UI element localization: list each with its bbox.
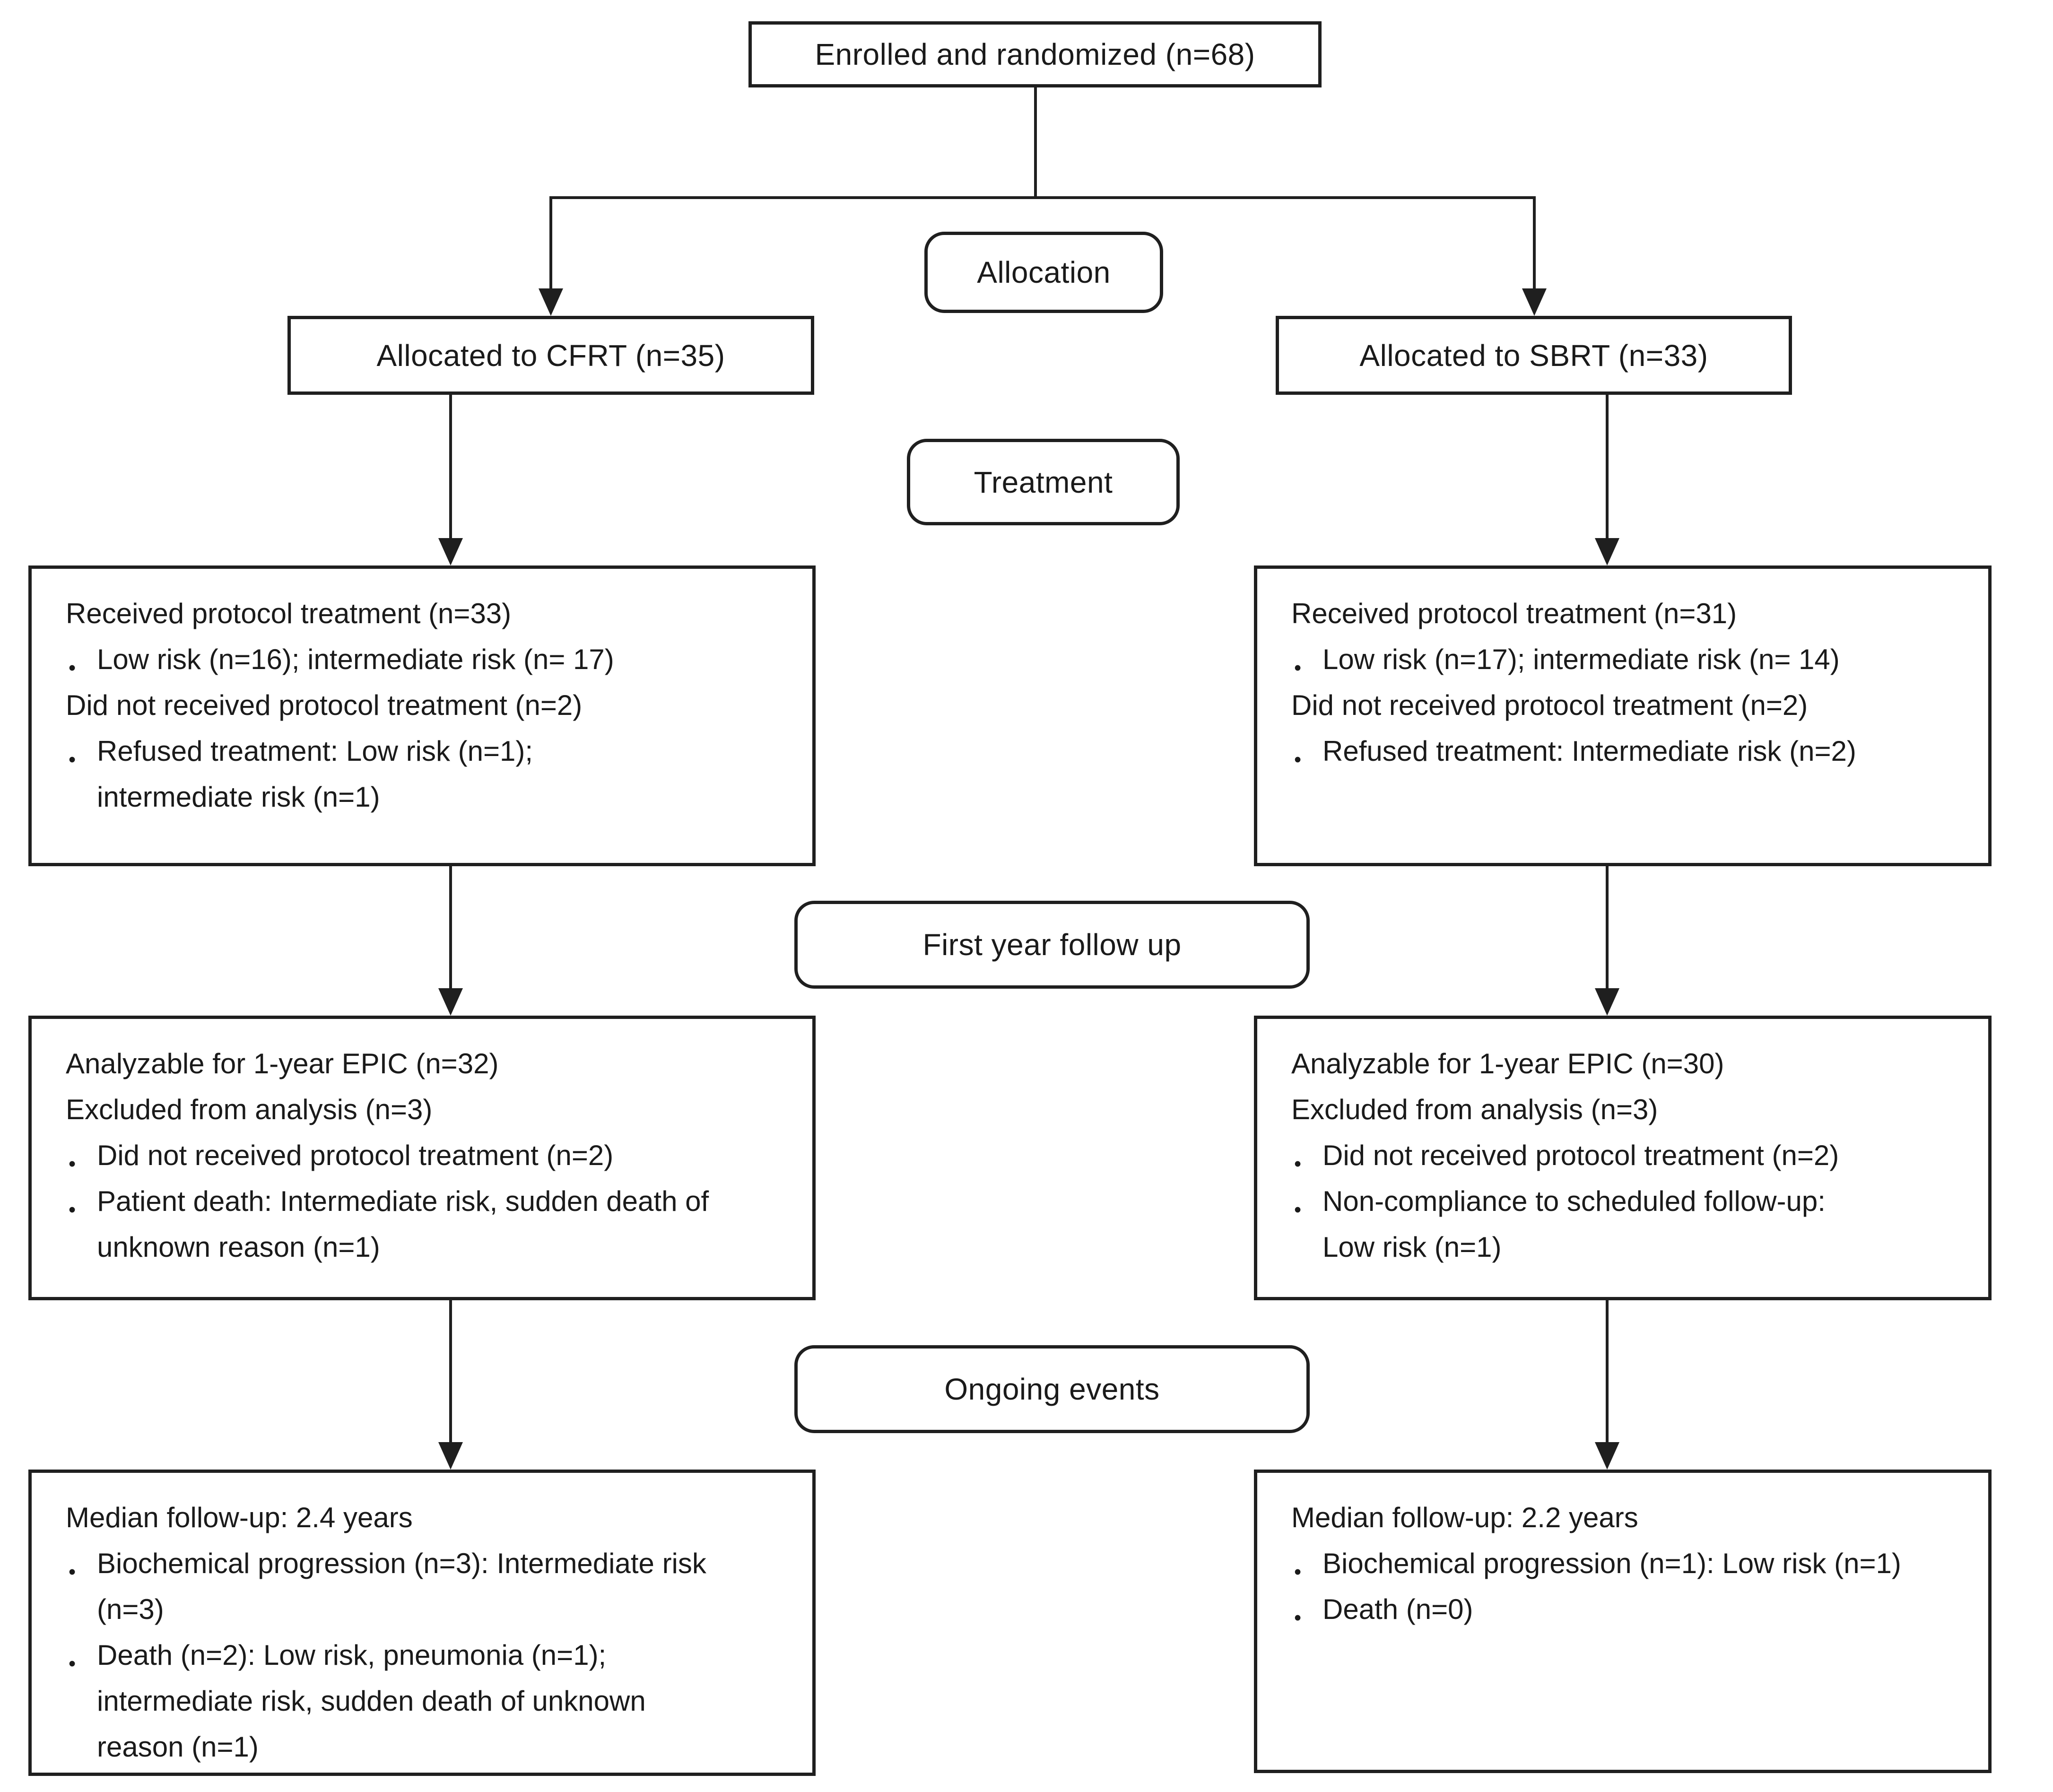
text-line: Did not received protocol treatment (n=2… (1257, 1132, 1971, 1196)
box-enrolled: Enrolled and randomized (n=68) (748, 21, 1322, 87)
arrowhead-ongoing-sbrt (1595, 1442, 1619, 1470)
text-line: Biochemical progression (n=3): Intermedi… (32, 1540, 795, 1604)
text-line: Received protocol treatment (n=33) (66, 598, 512, 629)
text-line: Did not received protocol treatment (n=2… (1291, 689, 1808, 721)
text-line: Refused treatment: Low risk (n=1); (32, 728, 795, 792)
box-first-year-cfrt: Analyzable for 1-year EPIC (n=32) Exclud… (28, 1016, 816, 1300)
text-line: unknown reason (n=1) (97, 1231, 380, 1263)
text-line: Excluded from analysis (n=3) (66, 1094, 433, 1125)
stage-label-ongoing-text: Ongoing events (944, 1372, 1160, 1406)
text-line: Death (n=2): Low risk, pneumonia (n=1); (32, 1632, 795, 1696)
arrowhead-allocated-cfrt (539, 288, 563, 316)
box-treatment-cfrt: Received protocol treatment (n=33) Low r… (28, 565, 816, 866)
box-allocated-cfrt: Allocated to CFRT (n=35) (287, 316, 814, 395)
stage-label-allocation: Allocation (924, 232, 1163, 313)
arrowhead-ongoing-cfrt (438, 1442, 463, 1470)
text-line: Non-compliance to scheduled follow-up: (1257, 1178, 1971, 1242)
text-line: Received protocol treatment (n=31) (1291, 598, 1737, 629)
text-line: Median follow-up: 2.4 years (66, 1502, 413, 1533)
text-line: Analyzable for 1-year EPIC (n=30) (1291, 1048, 1724, 1079)
text-line: Low risk (n=17); intermediate risk (n= 1… (1257, 636, 1971, 700)
box-treatment-sbrt: Received protocol treatment (n=31) Low r… (1254, 565, 1992, 866)
stage-label-treatment: Treatment (907, 439, 1180, 525)
stage-label-ongoing-events: Ongoing events (794, 1345, 1310, 1433)
box-allocated-cfrt-text: Allocated to CFRT (n=35) (376, 338, 725, 373)
text-line: Refused treatment: Intermediate risk (n=… (1257, 728, 1971, 792)
stage-label-first-year-text: First year follow up (922, 928, 1182, 962)
text-line: Analyzable for 1-year EPIC (n=32) (66, 1048, 499, 1079)
box-allocated-sbrt-text: Allocated to SBRT (n=33) (1359, 338, 1708, 373)
stage-label-first-year-follow-up: First year follow up (794, 901, 1310, 989)
arrowhead-first-year-sbrt (1595, 988, 1619, 1016)
text-line: Low risk (n=1) (1322, 1231, 1502, 1263)
text-line: (n=3) (97, 1593, 164, 1625)
text-line: Death (n=0) (1257, 1586, 1971, 1650)
text-line: Patient death: Intermediate risk, sudden… (32, 1178, 795, 1242)
text-line: intermediate risk (n=1) (97, 781, 380, 813)
text-line: Did not received protocol treatment (n=2… (32, 1132, 795, 1196)
text-line: Median follow-up: 2.2 years (1291, 1502, 1638, 1533)
text-line: intermediate risk, sudden death of unkno… (97, 1685, 646, 1717)
arrowhead-first-year-cfrt (438, 988, 463, 1016)
text-line: Did not received protocol treatment (n=2… (66, 689, 583, 721)
stage-label-treatment-text: Treatment (974, 465, 1113, 499)
text-line: Biochemical progression (n=1): Low risk … (1257, 1540, 1971, 1604)
text-line: reason (n=1) (97, 1731, 259, 1763)
arrowhead-treatment-sbrt (1595, 538, 1619, 565)
arrowhead-treatment-cfrt (438, 538, 463, 565)
box-allocated-sbrt: Allocated to SBRT (n=33) (1276, 316, 1792, 395)
box-ongoing-sbrt: Median follow-up: 2.2 years Biochemical … (1254, 1470, 1992, 1773)
text-line: Excluded from analysis (n=3) (1291, 1094, 1658, 1125)
box-ongoing-cfrt: Median follow-up: 2.4 years Biochemical … (28, 1470, 816, 1776)
box-first-year-sbrt: Analyzable for 1-year EPIC (n=30) Exclud… (1254, 1016, 1992, 1300)
text-line: Low risk (n=16); intermediate risk (n= 1… (32, 636, 795, 700)
arrowhead-allocated-sbrt (1522, 288, 1547, 316)
stage-label-allocation-text: Allocation (977, 255, 1111, 289)
box-enrolled-text: Enrolled and randomized (n=68) (815, 37, 1255, 71)
